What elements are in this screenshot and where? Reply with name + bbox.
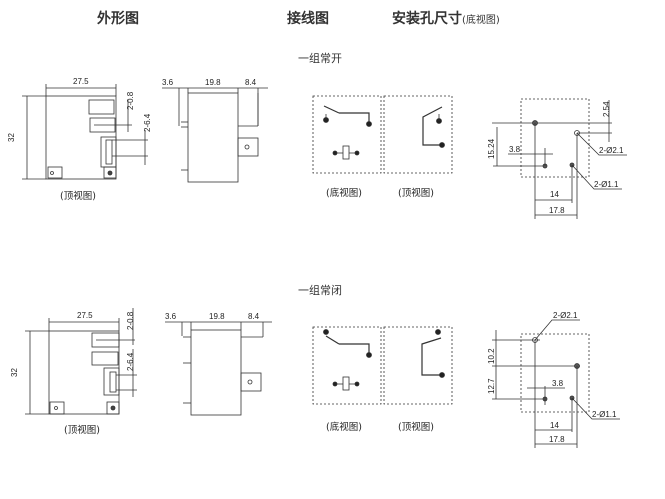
dim-side-a: 3.6 — [165, 312, 177, 321]
relay-body-side — [187, 92, 239, 183]
dim-v-small: 2.54 — [602, 101, 611, 117]
wiring-caption-top: (顶视图) — [398, 421, 434, 433]
mount-hole-right — [103, 166, 117, 179]
header-wiring: 接线图 — [287, 11, 329, 27]
mount-hole-left — [47, 166, 63, 179]
outline-top-view-nc: 27.5 32 2-0.8 2-6.4 (顶视图) — [10, 308, 137, 436]
dim-side-b: 19.8 — [209, 312, 225, 321]
dim-side-c: 8.4 — [245, 78, 257, 87]
dim-v-top: 10.2 — [487, 348, 496, 364]
dim-v-bottom: 12.7 — [487, 378, 496, 394]
label-hole-small: 2-Ø1.1 — [594, 180, 619, 189]
outline-top-view-no: 27.5 32 2-0.8 2-6.4 (顶视图) — [7, 77, 152, 202]
dim-width: 27.5 — [77, 311, 93, 320]
label-hole-large: 2-Ø2.1 — [553, 311, 578, 320]
outline-caption: (顶视图) — [60, 190, 96, 202]
wiring-caption-bottom: (底视图) — [326, 187, 362, 199]
dim-h-17: 17.8 — [549, 435, 565, 444]
dim-side-a: 3.6 — [162, 78, 174, 87]
header-outline: 外形图 — [97, 11, 139, 27]
dim-h-14: 14 — [550, 190, 559, 199]
wiring-caption-top: (顶视图) — [398, 187, 434, 199]
outline-side-view-no: 3.6 19.8 8.4 — [162, 78, 268, 183]
dim-h-14: 14 — [550, 421, 559, 430]
group-title-nc: 一组常闭 — [298, 284, 342, 297]
quick-connect-tab — [237, 137, 259, 157]
terminal — [88, 99, 115, 115]
dim-side-c: 8.4 — [248, 312, 260, 321]
dim-height: 32 — [7, 133, 16, 142]
label-hole-large: 2-Ø2.1 — [599, 146, 624, 155]
outline-caption: (顶视图) — [64, 424, 100, 436]
wiring-no: (底视图) (顶视图) — [312, 95, 453, 199]
dim-pin-b: 2-6.4 — [126, 352, 135, 371]
group-title-no: 一组常开 — [298, 52, 342, 65]
dim-h-offset: 3.8 — [509, 145, 521, 154]
mount-holes-nc: 10.2 12.7 3.8 14 17.8 2-Ø2.1 2-Ø1.1 — [487, 311, 620, 448]
terminal — [100, 136, 117, 168]
dim-width: 27.5 — [73, 77, 89, 86]
relay-body-top — [45, 95, 117, 180]
outline-side-view-nc: 3.6 19.8 8.4 — [165, 312, 272, 416]
dim-v-total: 15.24 — [487, 138, 496, 159]
dim-height: 32 — [10, 368, 19, 377]
dim-pin-b: 2-6.4 — [143, 113, 152, 132]
dim-h-17: 17.8 — [549, 206, 565, 215]
wiring-nc: (底视图) (顶视图) — [312, 326, 453, 433]
dim-pin-a: 2-0.8 — [126, 91, 135, 110]
mount-holes-no: 15.24 2.54 3.8 14 17.8 2-Ø2.1 2-Ø1.1 — [487, 98, 627, 219]
header-mount: 安装孔尺寸(底视图) — [392, 8, 500, 28]
dim-side-b: 19.8 — [205, 78, 221, 87]
header-mount-note: (底视图) — [462, 15, 500, 26]
label-hole-small: 2-Ø1.1 — [592, 410, 617, 419]
wiring-caption-bottom: (底视图) — [326, 421, 362, 433]
header-mount-title: 安装孔尺寸 — [392, 11, 462, 27]
dim-pin-a: 2-0.8 — [126, 311, 135, 330]
dim-h-offset: 3.8 — [552, 379, 564, 388]
